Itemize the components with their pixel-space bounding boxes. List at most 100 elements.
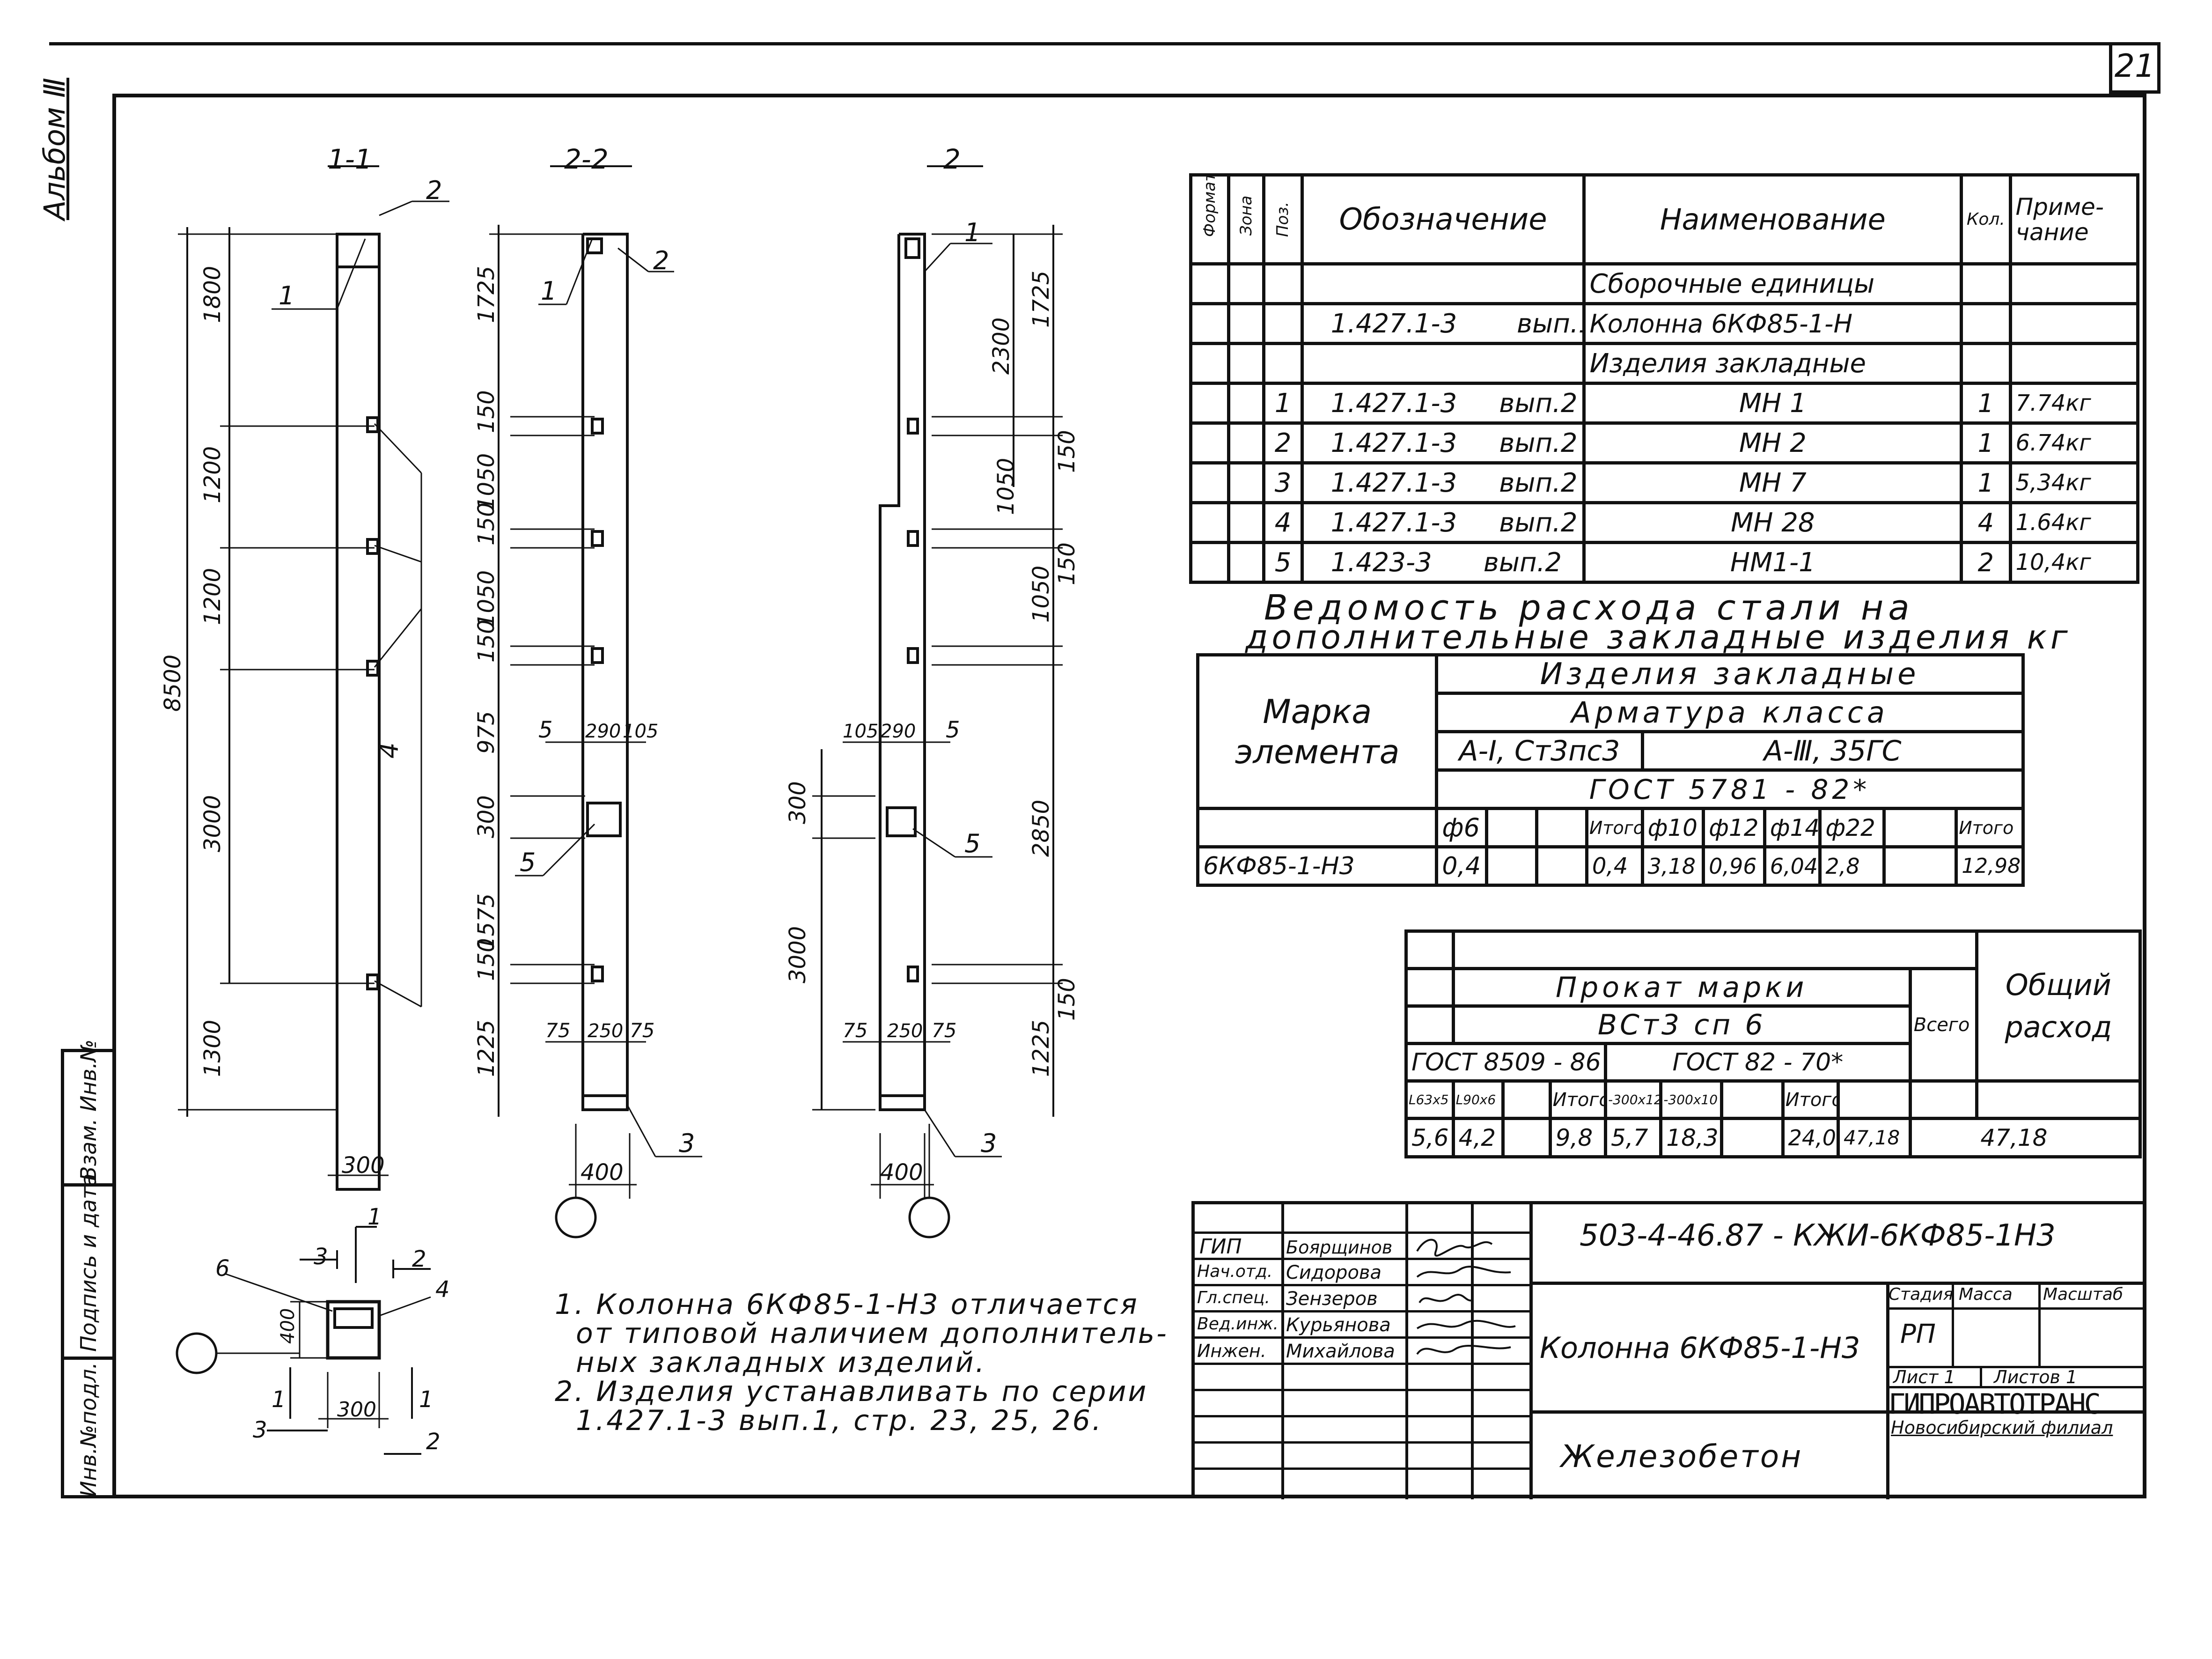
sec22-dim: 1725: [473, 266, 500, 323]
page-number-box: 21: [2109, 45, 2161, 94]
sec11-callout-4: 4: [375, 743, 404, 759]
stage-value: РП: [1900, 1319, 1936, 1349]
steel-title-2: дополнительные закладные изделия кг: [1245, 618, 2072, 656]
org-branch: Новосибирский филиал: [1891, 1417, 2113, 1438]
sec33-label: 1: [272, 1386, 286, 1413]
sec22-bottom-dim: 75: [545, 1019, 570, 1042]
spec-assembly-name: Колонна 6КФ85-1-Н: [1582, 302, 1963, 345]
section-1-1: [178, 165, 449, 1191]
elev2-right-dim: 150: [1054, 430, 1080, 473]
elev2-right-dim: 1050: [993, 458, 1019, 515]
spec-h-zone: Зона: [1227, 173, 1266, 265]
drawing-frame: [112, 94, 2146, 1498]
elev2-top-dim: 5: [946, 717, 960, 743]
sec22-callout-1: 1: [541, 276, 557, 306]
note-line: 2. Изделия устанавливать по серии: [555, 1375, 1148, 1408]
sec22-dim: 150: [473, 390, 500, 433]
sheet-label: Лист 1: [1893, 1367, 1955, 1387]
elev2-right-dim: 1225: [1028, 1020, 1054, 1077]
sec22-callout-3: 3: [679, 1128, 695, 1158]
elev2-title: 2: [943, 143, 961, 175]
spec-h-format: Формат: [1189, 173, 1231, 265]
stage-header: Стадия: [1889, 1285, 1954, 1304]
page-number: 21: [2114, 48, 2155, 85]
sec22-dim: 150: [473, 938, 500, 981]
elev2-top-dim: 290: [880, 721, 916, 742]
section-2-2: [489, 165, 702, 1239]
sec33-label: 1: [367, 1204, 382, 1230]
sec22-top-dim: 5: [538, 717, 553, 743]
steel-sub: Итого: [1585, 807, 1644, 848]
title-block: ГИП Боярщинов Нач.отд. Сидорова Гл.спец.…: [1191, 1201, 2146, 1499]
rolled-sub: -300x12: [1603, 1079, 1663, 1120]
rolled-sub: Итого: [1781, 1079, 1840, 1120]
spec-assembly-designation: 1.427.1-3 вып.1: [1300, 302, 1586, 345]
elev2-right-dim: 150: [1054, 978, 1080, 1021]
sec33-label: 3: [253, 1417, 267, 1443]
rolled-sub: -300x10: [1659, 1079, 1724, 1120]
section-3-3: [176, 1226, 431, 1455]
elev2-width: 400: [880, 1159, 923, 1186]
sec22-width: 400: [581, 1159, 624, 1186]
steel-h-a1: А-I, Ст3пс3: [1435, 730, 1644, 772]
sec22-bottom-dim: 75: [630, 1019, 654, 1042]
sec22-dim: 150: [473, 502, 500, 546]
sec11-overall: 8500: [160, 655, 186, 712]
drawings-svg: 1-1 2-2 2 1 2 4 1 2 3 5 1 3 5 1800 1200 …: [160, 143, 1080, 1455]
elev2-top-dim: 105: [843, 721, 878, 742]
drawing-title: Колонна 6КФ85-1-Н3: [1540, 1331, 1860, 1365]
sec11-title: 1-1: [328, 143, 372, 175]
sec11-dim: 1200: [199, 446, 226, 503]
spec-group-assemblies: Сборочные единицы: [1582, 262, 1963, 305]
spec-h-pos: Поз.: [1262, 173, 1304, 265]
rolled-h-gost2: ГОСТ 82 - 70*: [1603, 1042, 1912, 1083]
steel-h-gost: ГОСТ 5781 - 82*: [1435, 768, 2025, 810]
sec11-callout-2: 2: [426, 176, 442, 205]
elev2-bottom-dim: 250: [887, 1020, 923, 1042]
elev2-callout-1: 1: [964, 218, 980, 247]
steel-sub: ф10: [1640, 807, 1705, 848]
sec11-dim: 1200: [199, 568, 226, 625]
sec22-dim: 1225: [473, 1020, 500, 1077]
rolled-h-grade: ВСт3 сп 6: [1451, 1004, 1912, 1045]
note-line: 1.427.1-3 вып.1, стр. 23, 25, 26.: [576, 1404, 1103, 1437]
steel-table: Марка элемента Изделия закладные Арматур…: [1196, 653, 2055, 887]
elev2-left-dim: 300: [785, 781, 811, 824]
sec22-dim: 300: [473, 795, 500, 838]
sec11-dim: 1300: [199, 1020, 226, 1077]
left-stamp: Инв.№подл. Подпись и дата Взам. Инв.№: [61, 1040, 112, 1498]
sec33-label: 3: [314, 1244, 328, 1270]
spec-h-note: Приме-чание: [2008, 173, 2139, 265]
note-line: от типовой наличием дополнитель-: [576, 1317, 1168, 1350]
person-role: Инжен.: [1197, 1341, 1266, 1361]
elev2-left-dim: 3000: [785, 926, 811, 983]
elevation-2: [812, 165, 1063, 1239]
sec22-dim: 1575: [473, 893, 500, 951]
elev2-right-dim: 2850: [1028, 800, 1054, 857]
mass-header: Масса: [1959, 1285, 2013, 1304]
sheets-label: Листов 1: [1994, 1367, 2078, 1387]
material-label: Железобетон: [1561, 1438, 1803, 1475]
sec22-top-dim: 105: [623, 721, 658, 742]
steel-title-1: Ведомость расхода стали на: [1264, 588, 1914, 628]
sec22-dim: 975: [473, 711, 500, 754]
sec33-label: 2: [426, 1429, 441, 1455]
sec33-label: 1: [419, 1386, 434, 1413]
elev2-callout-5: 5: [964, 829, 980, 858]
rolled-sub: Итого: [1548, 1079, 1607, 1120]
sec33-dim: 300: [337, 1398, 376, 1422]
spec-h-name: Наименование: [1582, 173, 1963, 265]
elev2-right-dim: 2300: [988, 317, 1014, 375]
scale-header: Масштаб: [2043, 1285, 2124, 1304]
steel-sub: ф22: [1818, 807, 1886, 848]
spec-h-designation: Обозначение: [1300, 173, 1586, 265]
notes: 1. Колонна 6КФ85-1-Н3 отличается от типо…: [555, 1290, 1168, 1435]
person-name: Сидорова: [1286, 1262, 1382, 1283]
sec22-dim: 1050: [473, 570, 500, 627]
person-role: Гл.спец.: [1197, 1288, 1270, 1307]
sec11-dim: 1800: [199, 266, 226, 323]
sec33-dim: 400: [277, 1308, 299, 1344]
